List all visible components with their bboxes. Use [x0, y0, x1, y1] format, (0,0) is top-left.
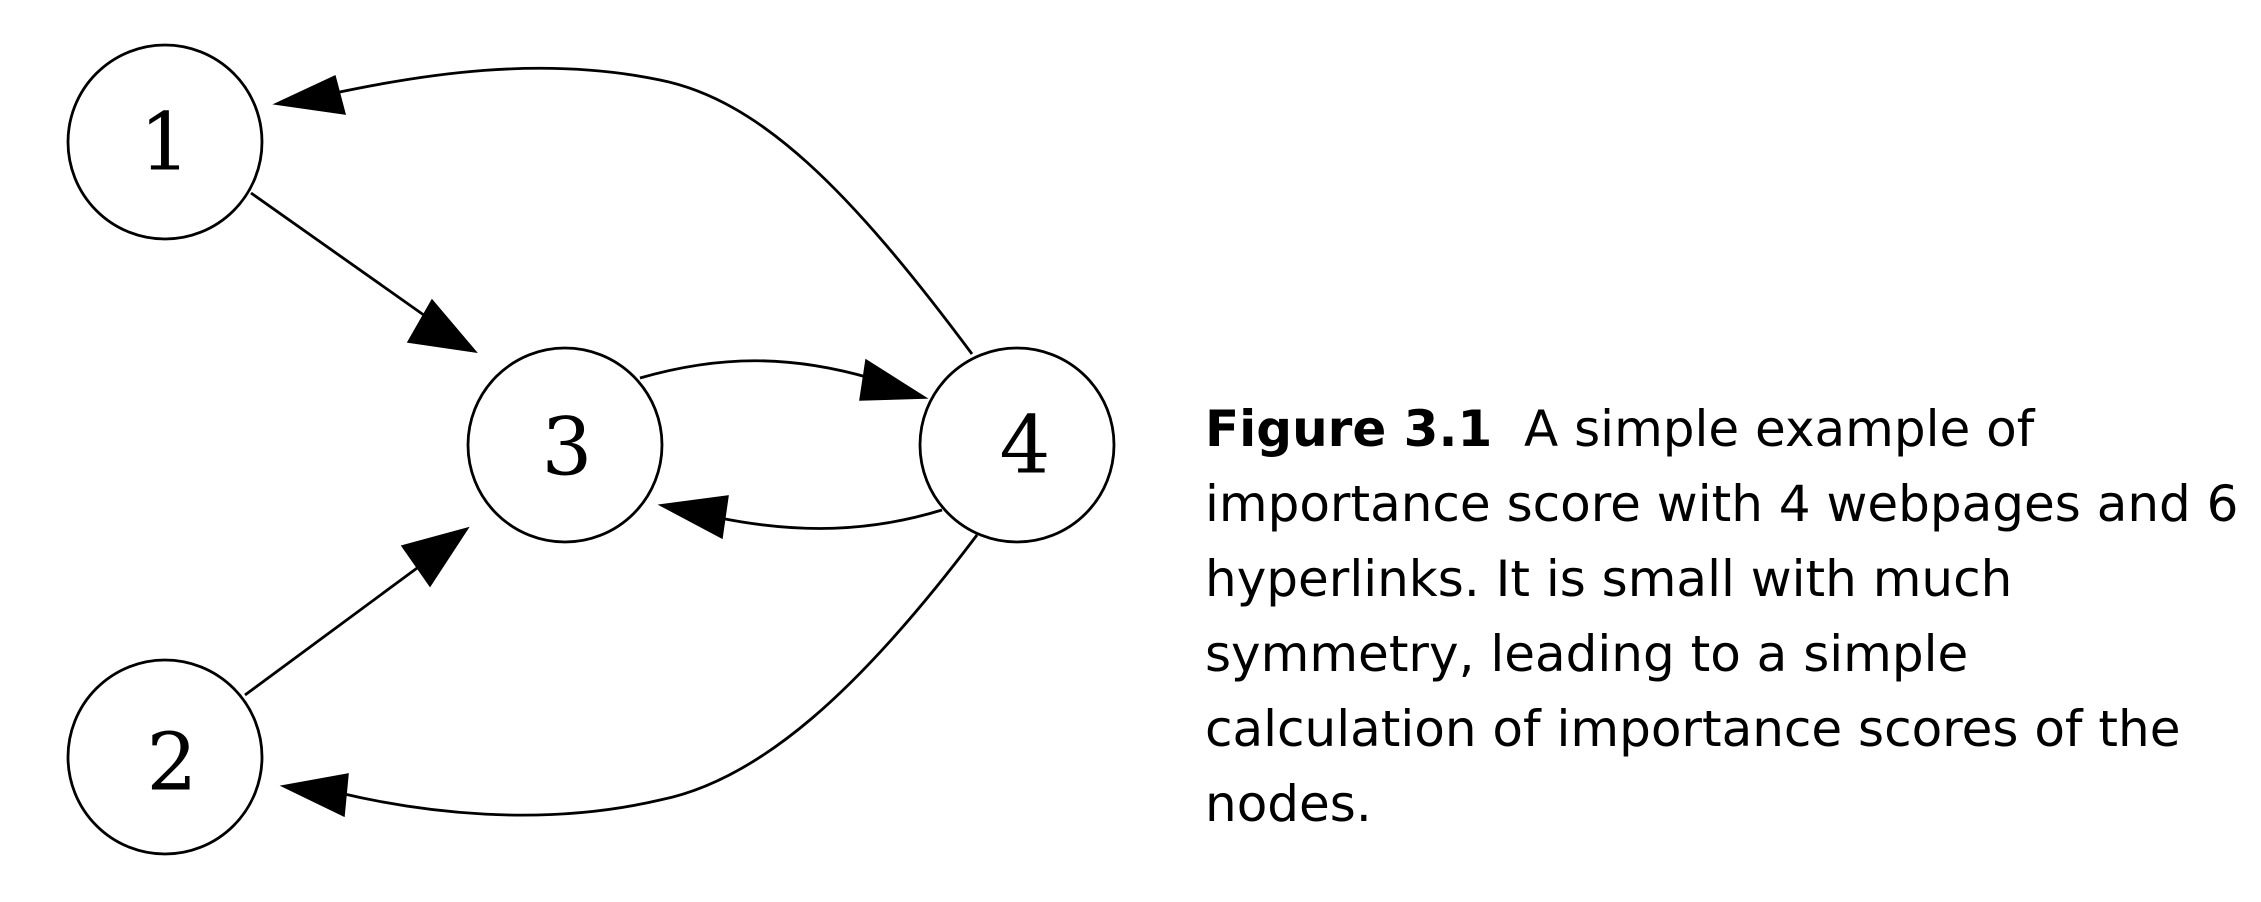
edge-4-to-1 [272, 66, 974, 355]
node-2-circle [66, 658, 264, 856]
node-4-circle [918, 346, 1116, 544]
node-3: 3 [466, 346, 664, 544]
edge-4-to-2 [279, 534, 979, 818]
node-4-label: 4 [1000, 399, 1051, 492]
node-1: 1 [66, 43, 264, 241]
node-2: 2 [66, 658, 264, 856]
figure-caption-text: A simple example of importance score wit… [1205, 400, 2239, 833]
edge-2-to-3 [244, 526, 470, 697]
edge-4-to-3 [657, 495, 943, 540]
node-1-circle [66, 43, 264, 241]
graph-diagram: 1 2 3 4 [66, 43, 1116, 856]
node-3-circle [466, 346, 664, 544]
node-1-label: 1 [140, 96, 191, 189]
node-3-label: 3 [542, 401, 593, 494]
edge-1-to-3 [250, 191, 478, 354]
node-4: 4 [918, 346, 1116, 544]
edge-3-to-4 [639, 358, 929, 401]
node-2-label: 2 [147, 716, 198, 809]
figure-caption: Figure 3.1 A simple example of importanc… [1205, 392, 2255, 842]
figure-caption-label: Figure 3.1 [1205, 400, 1493, 458]
